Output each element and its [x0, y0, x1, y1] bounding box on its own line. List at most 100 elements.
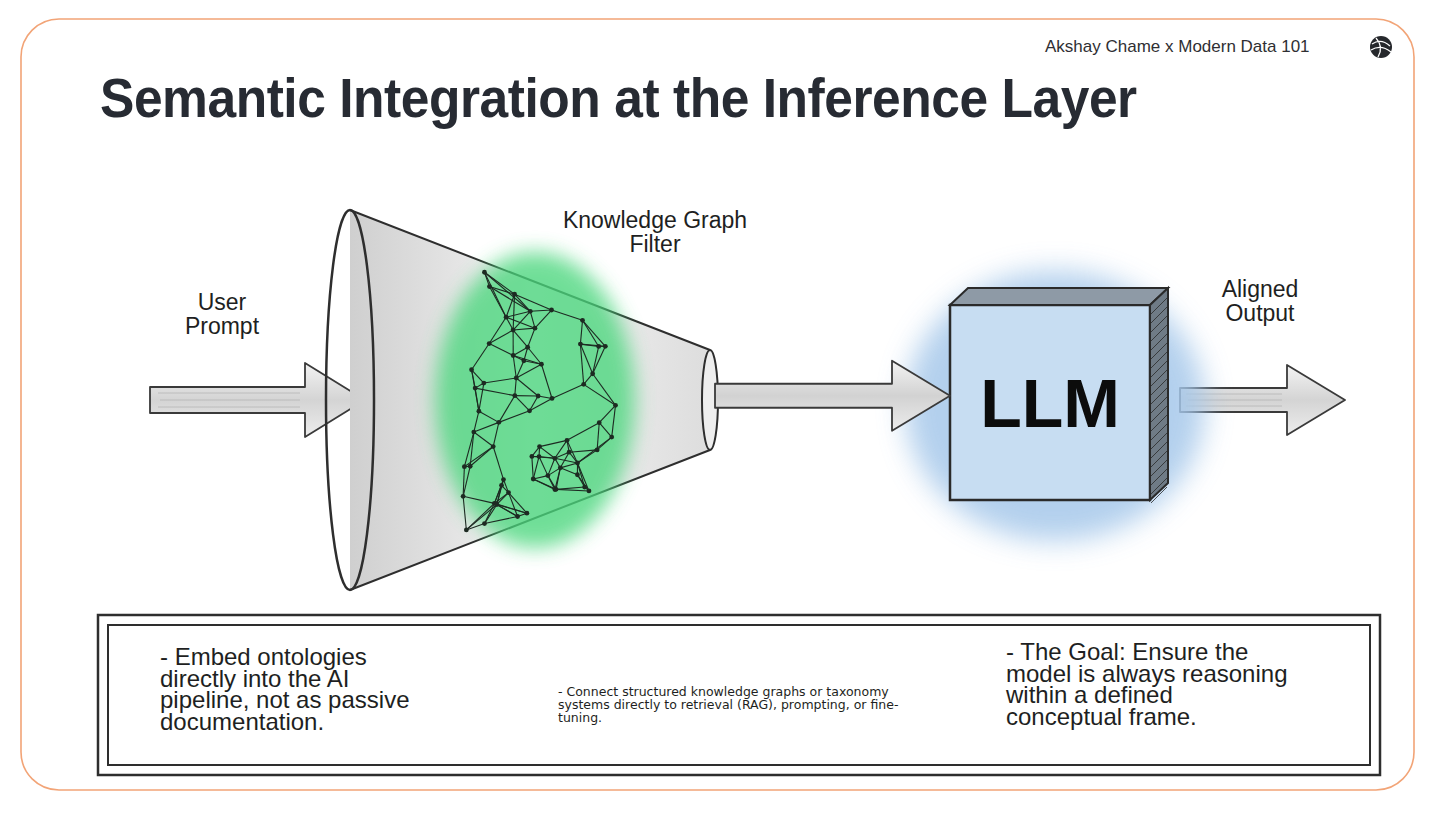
graph-vertex	[565, 438, 570, 443]
graph-vertex	[461, 494, 466, 499]
llm-box-hatch	[1151, 415, 1167, 431]
graph-vertex	[512, 393, 517, 398]
author-credit: Akshay Chame x Modern Data 101	[1045, 37, 1310, 57]
graph-link	[484, 272, 530, 311]
node-heading: Knowledge Graph Filter	[535, 208, 775, 256]
note-box: - Embed ontologies directly into the AI …	[98, 615, 1380, 775]
slide-border	[21, 19, 1414, 790]
llm-box-hatch	[1151, 451, 1167, 467]
graph-link	[499, 411, 530, 423]
graph-link	[541, 364, 552, 398]
graph-link	[560, 463, 577, 468]
llm-box: LLM	[950, 288, 1168, 500]
graph-link	[506, 311, 530, 317]
logo-lines	[1371, 38, 1391, 57]
graph-vertex	[481, 381, 486, 386]
graph-vertex	[528, 309, 533, 314]
graph-vertex	[558, 465, 563, 470]
graph-link	[515, 294, 552, 310]
graph-link	[539, 457, 548, 476]
graph-vertex	[494, 502, 499, 507]
graph-vertex	[603, 344, 608, 349]
graph-vertex	[506, 490, 511, 495]
graph-link	[569, 450, 597, 452]
graph-link	[464, 432, 473, 467]
graph-vertex	[469, 367, 474, 372]
graph-link	[584, 384, 616, 405]
graph-vertex	[521, 358, 526, 363]
input-arrow-hatch	[158, 393, 300, 407]
graph-link	[513, 328, 535, 330]
graph-link	[509, 493, 518, 517]
graph-vertex	[468, 464, 473, 469]
graph-vertex	[476, 409, 481, 414]
logo-circle	[1370, 36, 1392, 58]
note-box-outer	[98, 615, 1380, 775]
llm-box-hatch	[1151, 469, 1167, 485]
graph-link	[583, 320, 599, 346]
graph-link	[474, 432, 493, 446]
brand-logo	[1370, 36, 1392, 58]
graph-link	[516, 378, 538, 396]
graph-link	[593, 346, 606, 373]
graph-vertex	[525, 345, 530, 350]
note-text: - Connect structured knowledge graphs or…	[558, 685, 933, 724]
llm-box-hatch	[1151, 316, 1167, 332]
graph-link	[513, 330, 514, 355]
graph-link	[532, 456, 555, 458]
graph-link	[489, 344, 513, 356]
funnel-outline	[350, 210, 710, 590]
graph-link	[578, 463, 589, 491]
node-title: LLM	[950, 305, 1150, 500]
graph-link	[479, 411, 499, 422]
graph-vertex	[462, 464, 467, 469]
graph-vertex	[464, 528, 469, 533]
llm-box-top	[950, 288, 1168, 305]
llm-box-hatch	[1151, 424, 1167, 440]
graph-link	[530, 311, 535, 328]
llm-box-side	[1150, 288, 1168, 500]
llm-box-hatch	[1151, 406, 1167, 422]
graph-link	[513, 294, 514, 330]
graph-vertex	[582, 485, 587, 490]
graph-vertex	[596, 344, 601, 349]
graph-link	[489, 317, 506, 343]
graph-vertex	[536, 394, 541, 399]
graph-link	[493, 422, 499, 446]
knowledge-graph-funnel: Knowledge Graph Filter	[320, 195, 715, 600]
graph-vertex	[504, 315, 509, 320]
llm-box-hatch	[1151, 325, 1167, 341]
graph-link	[555, 440, 567, 458]
graph-link	[593, 374, 616, 406]
graph-link	[466, 504, 497, 529]
input-arrow	[150, 363, 365, 437]
graph-vertex	[514, 376, 519, 381]
graph-vertex	[524, 511, 529, 516]
graph-link	[599, 423, 611, 437]
graph-vertex	[531, 477, 536, 482]
graph-vertex	[609, 435, 614, 440]
graph-vertex	[501, 477, 506, 482]
graph-vertex	[537, 454, 542, 459]
llm-box-hatch	[1151, 397, 1167, 413]
graph-vertex	[539, 362, 544, 367]
graph-link	[556, 487, 585, 489]
graph-vertex	[613, 403, 618, 408]
graph-link	[580, 320, 582, 344]
graph-link	[485, 504, 497, 523]
graph-vertex	[545, 473, 550, 478]
graph-link	[552, 384, 584, 398]
llm-box-hatch	[1151, 379, 1167, 395]
llm-box-hatch	[1151, 388, 1167, 404]
graph-vertex	[533, 326, 538, 331]
graph-link	[515, 395, 538, 396]
graph-link	[484, 378, 516, 383]
funnel-body	[350, 210, 718, 590]
graph-link	[463, 466, 470, 496]
graph-vertex	[537, 444, 542, 449]
graph-link	[599, 405, 615, 422]
graph-vertex	[590, 371, 595, 376]
graph-link	[494, 480, 503, 504]
output-label: Aligned Output	[1195, 277, 1325, 325]
